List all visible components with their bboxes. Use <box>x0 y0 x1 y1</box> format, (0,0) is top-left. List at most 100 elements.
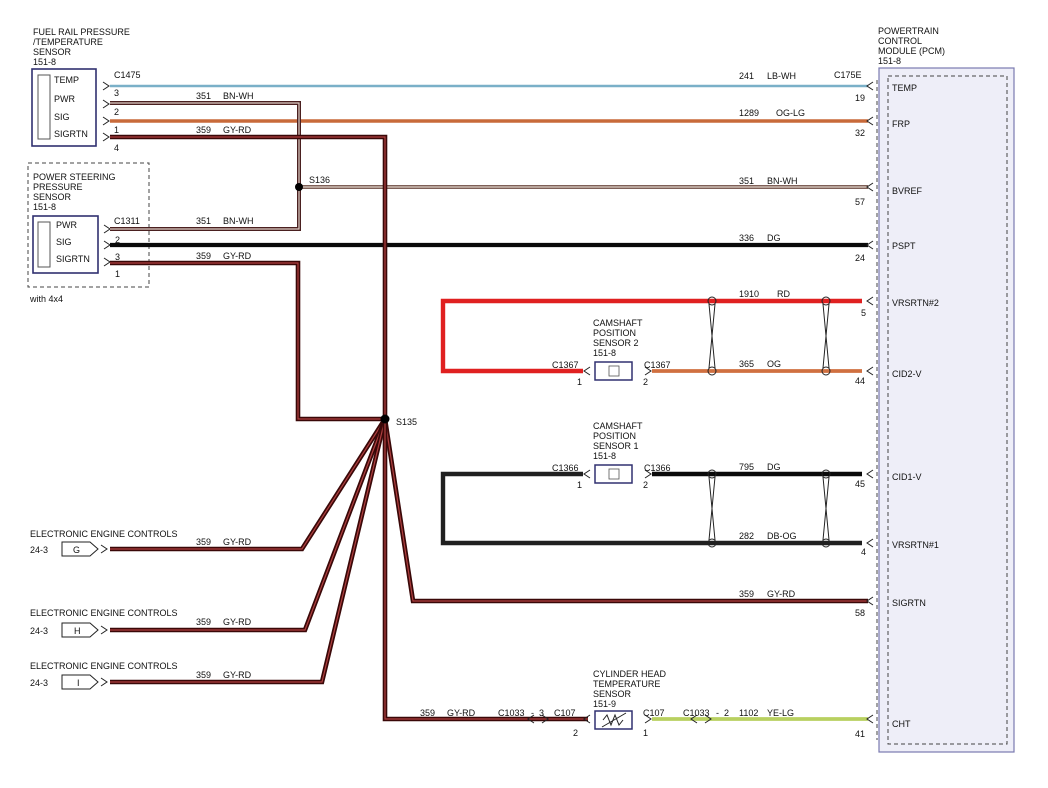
pcm-pin-label-cid2v: CID2-V <box>892 369 922 379</box>
eec-reference-g: ELECTRONIC ENGINE CONTROLS 24-3 G <box>30 529 178 557</box>
cam2-title-4: 151-8 <box>593 348 616 358</box>
wire-359-gy-rd-eec-i-stripe <box>110 418 386 683</box>
cht-inline-left-dash: - <box>531 708 534 718</box>
cht-pin-right: 1 <box>643 728 648 738</box>
wire-label-359-eec-h-color: GY-RD <box>223 617 252 627</box>
fuel-rail-pressure-sensor: FUEL RAIL PRESSURE /TEMPERATURE SENSOR 1… <box>31 27 141 153</box>
ps-sensor-connector-arrows <box>103 224 111 267</box>
fuel-sensor-title-4: 151-8 <box>33 57 56 67</box>
pcm-pin-label-sigrtn: SIGRTN <box>892 598 926 608</box>
fuel-sensor-pin-number-1: 1 <box>114 125 119 135</box>
ps-sensor-title-2: PRESSURE <box>33 182 83 192</box>
cht-title-3: SENSOR <box>593 689 632 699</box>
twist-cross-2 <box>822 303 830 369</box>
fuel-sensor-pin-sigrtn: SIGRTN <box>54 129 88 139</box>
eec-g-page: 24-3 <box>30 545 48 555</box>
wire-label-336-circuit: 336 <box>739 233 754 243</box>
wire-label-359-cht-color: GY-RD <box>447 708 476 718</box>
cht-title-4: 151-9 <box>593 699 616 709</box>
cht-inline-left-connector: C1033 <box>498 708 525 718</box>
cam1-pin-right: 2 <box>643 480 648 490</box>
wire-label-351-bvref-circuit: 351 <box>739 176 754 186</box>
wire-label-365-circuit: 365 <box>739 359 754 369</box>
wire-label-795-circuit: 795 <box>739 462 754 472</box>
cht-title-2: TEMPERATURE <box>593 679 660 689</box>
eec-h-page: 24-3 <box>30 626 48 636</box>
pcm-pin-number-cid2v: 44 <box>855 376 865 386</box>
splice-s136-dot <box>295 183 303 191</box>
cht-connector-right: C107 <box>643 708 665 718</box>
pcm-title-3: MODULE (PCM) <box>878 46 945 56</box>
pcm-module: POWERTRAIN CONTROL MODULE (PCM) 151-8 C1… <box>834 26 1015 753</box>
cam2-connector-right: C1367 <box>644 360 671 370</box>
pcm-pin-label-vrsrtn2: VRSRTN#2 <box>892 298 939 308</box>
wire-282-db-og <box>440 471 862 546</box>
twist-cross-4 <box>822 476 830 541</box>
wire-label-351-fuel-circuit: 351 <box>196 91 211 101</box>
pcm-pin-number-pspt: 24 <box>855 253 865 263</box>
eec-reference-i: ELECTRONIC ENGINE CONTROLS 24-3 I <box>30 661 178 690</box>
ps-sensor-dashed-outline <box>27 162 150 288</box>
wire-label-1910-circuit: 1910 <box>739 289 759 299</box>
pcm-pin-number-sigrtn: 58 <box>855 608 865 618</box>
cylinder-head-temperature-sensor: CYLINDER HEAD TEMPERATURE SENSOR 151-9 C… <box>498 669 729 738</box>
wire-label-351-ps-circuit: 351 <box>196 216 211 226</box>
wire-labels: 351 BN-WH 359 GY-RD 241 LB-WH 1289 OG-LG… <box>196 71 805 718</box>
eec-g-title: ELECTRONIC ENGINE CONTROLS <box>30 529 178 539</box>
fuel-sensor-connector-label: C1475 <box>114 70 141 80</box>
twisted-pair-marks <box>707 296 831 548</box>
cht-connector-left: C107 <box>554 708 576 718</box>
camshaft-sensor-1: CAMSHAFT POSITION SENSOR 1 151-8 C1366 C… <box>552 421 671 490</box>
wire-label-359-sigrtn-circuit: 359 <box>739 589 754 599</box>
cam2-title-2: POSITION <box>593 328 636 338</box>
pcm-pin-label-temp: TEMP <box>892 83 917 93</box>
wire-label-351-ps-color: BN-WH <box>223 216 254 226</box>
eec-h-connector-tag <box>61 622 99 638</box>
ps-sensor-pin-number-2: 2 <box>115 235 120 245</box>
cam1-connector-left: C1366 <box>552 463 579 473</box>
fuel-sensor-connector-arrows <box>102 81 110 142</box>
twist-cross-3 <box>708 476 716 541</box>
wire-label-282-color: DB-OG <box>767 531 797 541</box>
fuel-sensor-pin-number-4: 4 <box>114 143 119 153</box>
pcm-pin-label-pspt: PSPT <box>892 241 916 251</box>
twist-loop-1 <box>707 296 717 306</box>
wire-359-gy-rd-cht-stripe <box>384 419 588 720</box>
wire-label-1910-color: RD <box>777 289 790 299</box>
pcm-pin-label-bvref: BVREF <box>892 186 923 196</box>
wire-label-365-color: OG <box>767 359 781 369</box>
eec-g-connector-tag <box>61 541 99 557</box>
ps-sensor-connector-label: C1311 <box>114 216 140 226</box>
eec-g-pin: G <box>73 545 80 555</box>
eec-i-pin: I <box>77 678 80 688</box>
ps-sensor-pin-pwr: PWR <box>56 220 77 230</box>
wire-1910-rd <box>440 298 862 374</box>
wire-label-1102-color: YE-LG <box>767 708 794 718</box>
pcm-title-4: 151-8 <box>878 56 901 66</box>
pcm-pin-arrows <box>866 81 874 724</box>
eec-i-title: ELECTRONIC ENGINE CONTROLS <box>30 661 178 671</box>
pcm-pin-number-bvref: 57 <box>855 197 865 207</box>
cam2-title-3: SENSOR 2 <box>593 338 639 348</box>
pcm-connector-label: C175E <box>834 70 862 80</box>
ps-sensor-title-1: POWER STEERING <box>33 172 116 182</box>
camshaft-sensor-2: CAMSHAFT POSITION SENSOR 2 151-8 C1367 C… <box>552 318 671 387</box>
pcm-title-1: POWERTRAIN <box>878 26 939 36</box>
fuel-sensor-pin-sig: SIG <box>54 112 70 122</box>
twist-loop-2 <box>707 366 717 376</box>
twist-loop-4 <box>821 366 831 376</box>
wire-351-bn-wh-fuel-stripe <box>110 102 300 187</box>
wire-label-359-eec-i-color: GY-RD <box>223 670 252 680</box>
twist-loop-5 <box>707 469 717 479</box>
thermistor-icon <box>601 712 627 728</box>
wires <box>110 84 868 722</box>
splice-s135-dot <box>380 414 390 424</box>
cam2-pin-right: 2 <box>643 377 648 387</box>
eec-h-pin: H <box>74 626 81 636</box>
cam1-connector-arrows <box>583 469 652 479</box>
eec-i-connector-tag <box>61 674 99 690</box>
pcm-pin-label-frp: FRP <box>892 119 910 129</box>
cht-inline-right-pin: 2 <box>724 708 729 718</box>
pcm-pin-number-vrsrtn2: 5 <box>861 308 866 318</box>
fuel-sensor-pin-number-2: 2 <box>114 107 119 117</box>
